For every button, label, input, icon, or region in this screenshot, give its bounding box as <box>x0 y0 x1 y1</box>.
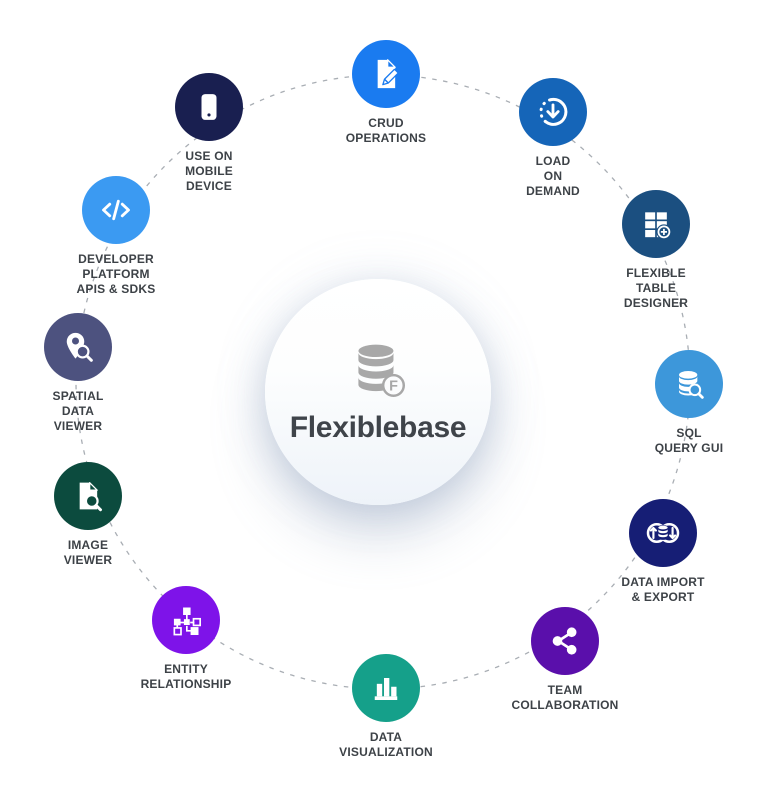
feature-node-crud-operations: CRUD OPERATIONS <box>346 40 426 145</box>
sql-query-gui-bubble <box>655 350 723 418</box>
feature-node-flexible-table-designer: FLEXIBLE TABLE DESIGNER <box>622 190 690 310</box>
feature-label-developer-platform: DEVELOPER PLATFORM APIS & SDKS <box>76 252 156 296</box>
feature-node-load-on-demand: LOAD ON DEMAND <box>519 78 587 198</box>
er-diagram-icon <box>173 607 201 636</box>
database-search-icon <box>679 371 704 399</box>
feature-label-load-on-demand: LOAD ON DEMAND <box>526 154 580 198</box>
developer-platform-bubble <box>82 176 150 244</box>
code-icon <box>102 199 130 221</box>
load-on-demand-bubble <box>519 78 587 146</box>
spatial-data-viewer-bubble <box>44 313 112 381</box>
feature-node-developer-platform: DEVELOPER PLATFORM APIS & SDKS <box>77 176 155 296</box>
feature-label-entity-relationship: ENTITY RELATIONSHIP <box>140 662 232 691</box>
bar-chart-icon <box>374 678 398 700</box>
use-on-mobile-bubble <box>175 73 243 141</box>
feature-node-data-import-export: DATA IMPORT & EXPORT <box>621 499 704 604</box>
feature-node-use-on-mobile: USE ON MOBILE DEVICE <box>175 73 243 193</box>
image-viewer-bubble <box>54 462 122 530</box>
product-title: Flexiblebase <box>289 411 467 444</box>
table-add-icon <box>645 212 672 240</box>
entity-relationship-bubble <box>152 586 220 654</box>
document-edit-icon <box>377 59 399 89</box>
database-transfer-icon <box>646 523 680 543</box>
feature-label-flexible-table-designer: FLEXIBLE TABLE DESIGNER <box>623 266 689 310</box>
f-badge-letter: F <box>389 379 398 395</box>
feature-node-sql-query-gui: SQL QUERY GUI <box>655 350 723 455</box>
hub-circle: F Flexiblebase <box>265 279 491 505</box>
refresh-download-icon <box>539 97 568 126</box>
feature-node-spatial-data-viewer: SPATIAL DATA VIEWER <box>44 313 112 433</box>
feature-label-data-visualization: DATA VISUALIZATION <box>339 730 433 759</box>
feature-label-image-viewer: IMAGE VIEWER <box>63 538 113 567</box>
map-pin-search-icon <box>66 332 93 362</box>
feature-label-crud-operations: CRUD OPERATIONS <box>345 116 427 145</box>
feature-label-team-collaboration: TEAM COLLABORATION <box>511 683 619 712</box>
feature-label-data-import-export: DATA IMPORT & EXPORT <box>621 575 705 604</box>
feature-node-team-collaboration: TEAM COLLABORATION <box>511 607 618 712</box>
database-icon: F <box>358 344 406 397</box>
feature-label-sql-query-gui: SQL QUERY GUI <box>654 426 724 455</box>
team-collaboration-bubble <box>531 607 599 675</box>
feature-label-use-on-mobile: USE ON MOBILE DEVICE <box>185 149 233 193</box>
feature-node-data-visualization: DATA VISUALIZATION <box>339 654 433 759</box>
smartphone-icon <box>201 94 217 120</box>
document-search-icon <box>79 482 102 512</box>
feature-label-spatial-data-viewer: SPATIAL DATA VIEWER <box>52 389 104 433</box>
feature-node-image-viewer: IMAGE VIEWER <box>54 462 122 567</box>
crud-operations-bubble <box>352 40 420 108</box>
feature-node-entity-relationship: ENTITY RELATIONSHIP <box>141 586 231 691</box>
flexible-table-designer-bubble <box>622 190 690 258</box>
f-badge <box>381 373 406 397</box>
data-import-export-bubble <box>629 499 697 567</box>
data-visualization-bubble <box>352 654 420 722</box>
share-icon <box>552 627 577 655</box>
